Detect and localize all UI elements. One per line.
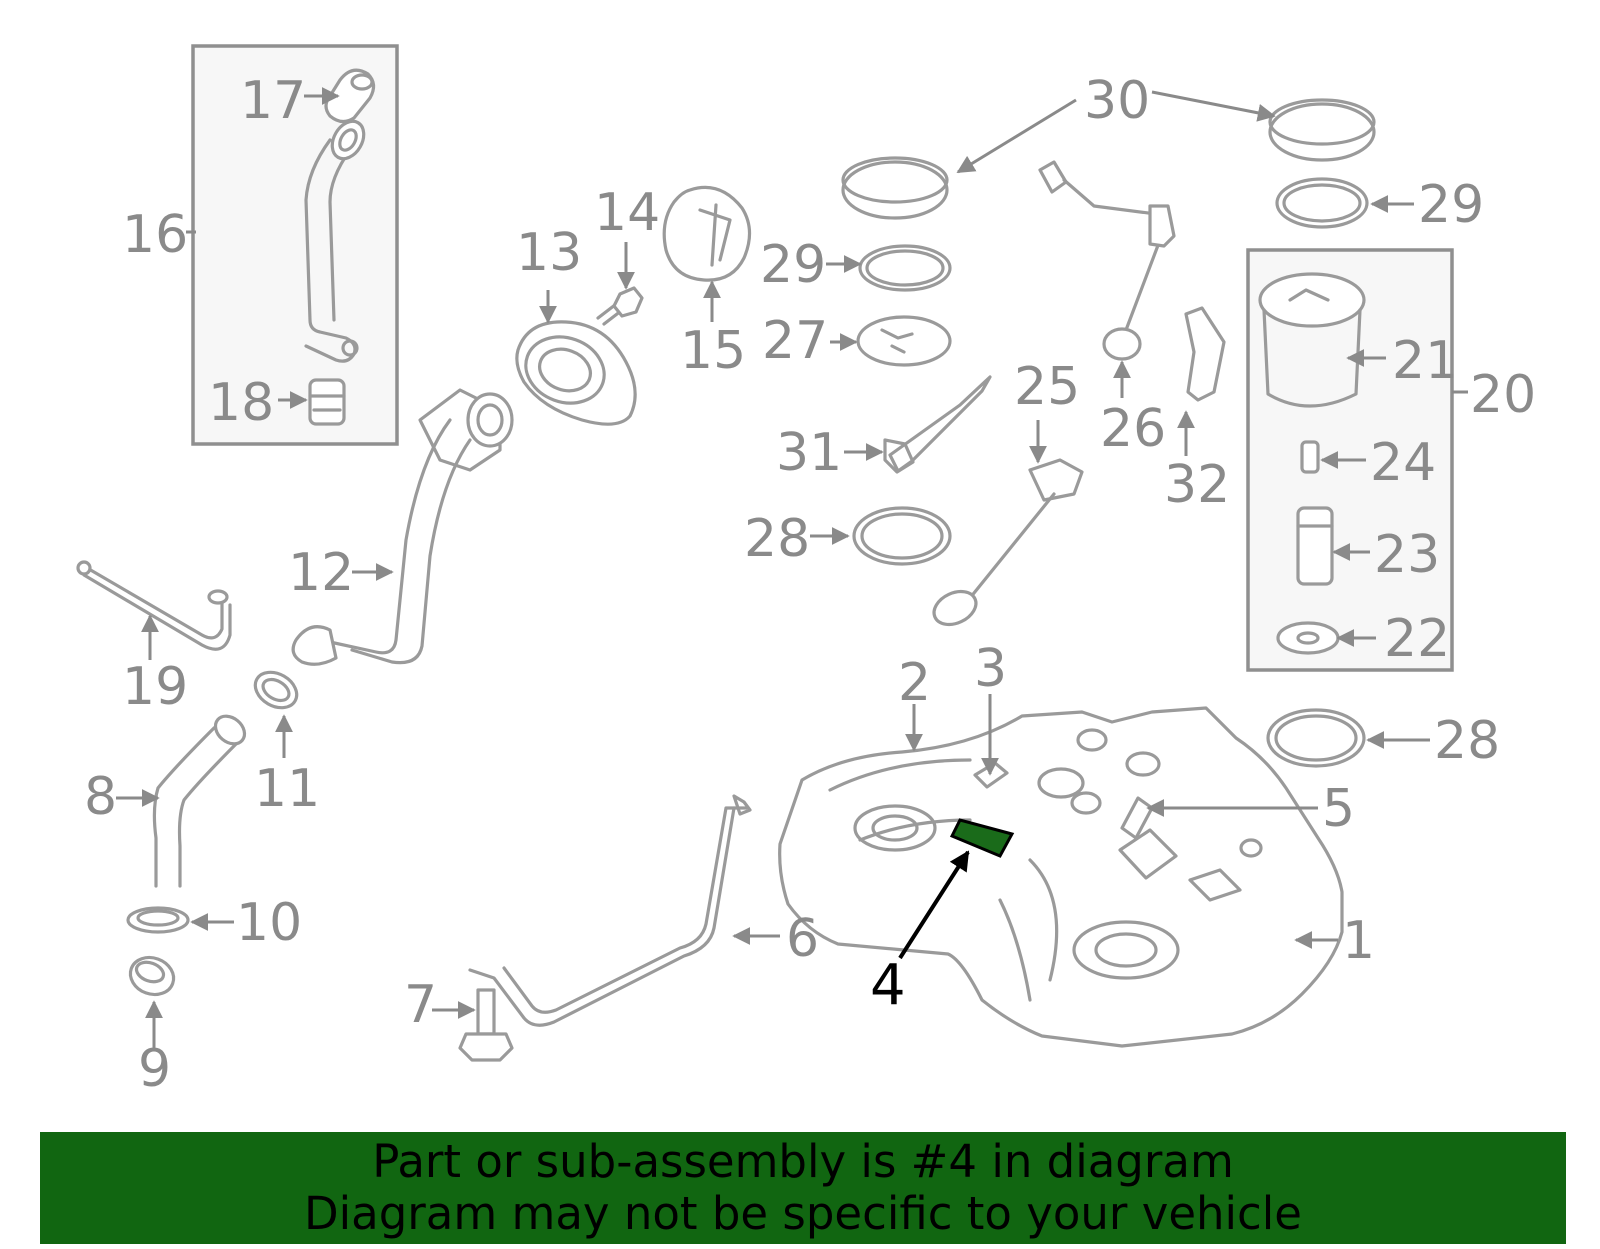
label-4: 4 (870, 953, 906, 1018)
label-21: 21 (1392, 331, 1458, 391)
part-7-bolt (458, 988, 514, 1062)
label-9: 9 (138, 1039, 171, 1099)
part-32-bracket (1184, 306, 1226, 402)
part-18-fitting (308, 378, 346, 426)
part-19-vent-tube (76, 560, 232, 651)
part-1-fuel-tank (778, 706, 1344, 1048)
label-12: 12 (288, 543, 354, 603)
part-16-hose (304, 119, 366, 363)
part-23-pump (1296, 506, 1334, 586)
part-13-fuel-door-housing (515, 320, 637, 426)
label-28-right: 28 (1434, 711, 1500, 771)
label-26: 26 (1100, 399, 1166, 459)
part-12-filler-neck (291, 388, 514, 666)
part-25-sender (932, 458, 1084, 627)
label-16: 16 (122, 205, 188, 265)
label-31: 31 (776, 423, 842, 483)
part-11-clamp (253, 670, 299, 710)
label-6: 6 (786, 909, 819, 969)
part-30-lock-ring-right (1268, 98, 1376, 162)
part-8-hose (152, 714, 247, 888)
label-2: 2 (898, 653, 931, 713)
part-28-seal-right (1266, 708, 1366, 768)
part-30-lock-ring-left (841, 156, 949, 220)
label-24: 24 (1370, 433, 1436, 493)
label-18: 18 (208, 373, 274, 433)
label-20: 20 (1470, 365, 1536, 425)
label-19: 19 (122, 657, 188, 717)
part-24-valve (1300, 440, 1320, 474)
label-1: 1 (1342, 911, 1375, 971)
label-23: 23 (1374, 525, 1440, 585)
label-8: 8 (84, 767, 117, 827)
info-banner: Part or sub-assembly is #4 in diagram Di… (40, 1132, 1566, 1244)
label-11: 11 (254, 759, 320, 819)
label-30: 30 (1084, 71, 1150, 131)
part-6-strap (468, 794, 752, 1027)
banner-line-disclaimer: Diagram may not be specific to your vehi… (304, 1187, 1302, 1240)
part-31-bracket (883, 375, 992, 474)
part-15-fuel-door (662, 185, 752, 282)
part-labels: 1 2 3 4 5 6 7 8 9 10 11 12 13 14 15 16 1… (84, 71, 1536, 1099)
leader-lines (116, 87, 1468, 1048)
part-17-fitting (324, 68, 376, 124)
label-13: 13 (516, 223, 582, 283)
label-3: 3 (974, 639, 1007, 699)
part-14-bolt (596, 286, 644, 326)
label-29-left: 29 (760, 235, 826, 295)
label-7: 7 (404, 975, 437, 1035)
label-27: 27 (762, 311, 828, 371)
label-25: 25 (1014, 357, 1080, 417)
part-4-highlighted (949, 818, 1015, 858)
label-32: 32 (1164, 455, 1230, 515)
part-10-clamp (126, 906, 190, 934)
label-29-right: 29 (1418, 175, 1484, 235)
part-26-level-sender (1038, 160, 1176, 361)
part-21-pump-module (1258, 272, 1366, 408)
part-22-filter (1276, 621, 1340, 655)
part-29-seal-right (1275, 177, 1369, 229)
part-28-seal-left (852, 506, 952, 566)
group-box-16 (191, 44, 399, 446)
label-28-left: 28 (744, 509, 810, 569)
label-10: 10 (236, 893, 302, 953)
part-29-seal-left (858, 244, 952, 292)
part-27-plate (856, 315, 952, 367)
label-14: 14 (594, 183, 660, 243)
label-15: 15 (680, 321, 746, 381)
banner-line-part: Part or sub-assembly is #4 in diagram (372, 1135, 1234, 1188)
label-17: 17 (240, 71, 306, 131)
label-5: 5 (1322, 779, 1355, 839)
part-9-cap (128, 955, 176, 997)
label-22: 22 (1384, 609, 1450, 669)
